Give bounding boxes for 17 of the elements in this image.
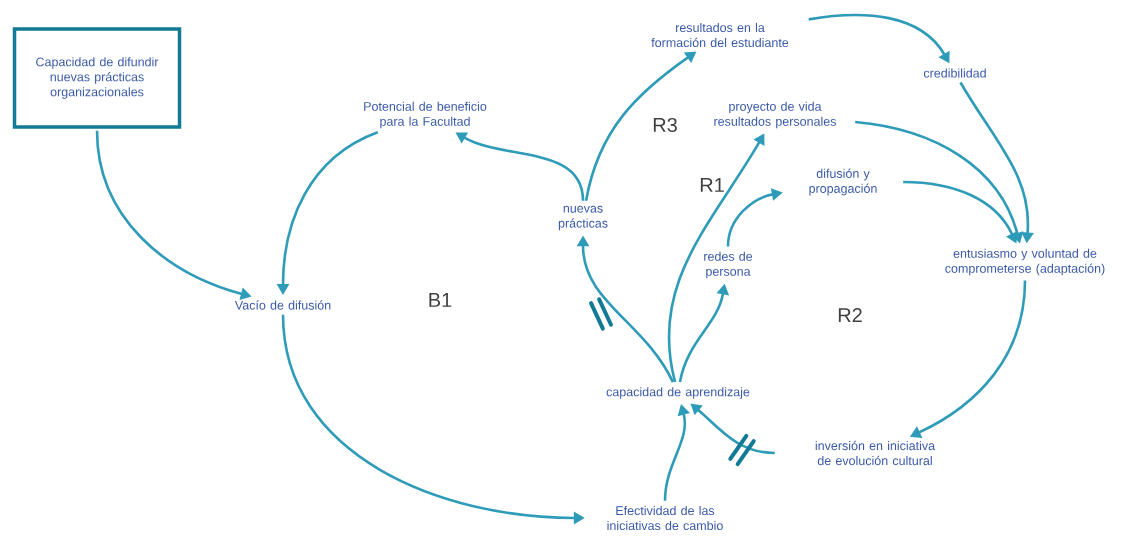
variable-label: entusiasmo y voluntad de comprometerse (adaptación) [945, 248, 1105, 276]
variable-label: redes de persona [704, 251, 753, 279]
variable-label: resultados en la formación del estudiante [651, 22, 789, 48]
loop-label: R2 [838, 308, 862, 322]
variable-box: Capacidad de difundir nuevas prácticas organizacionales [12, 27, 182, 129]
loop-label: B1 [429, 293, 452, 307]
loop-label: R1 [700, 178, 724, 192]
variable-label: Vacío de difusión [234, 300, 331, 310]
variable-label: inversión en iniciativa de evolución cultural [815, 440, 936, 466]
loop-label: R3 [653, 117, 677, 133]
variable-label: proyecto de vida resultados personales [714, 101, 836, 129]
variable-label: nuevas prácticas [558, 205, 608, 231]
variable-label: credibilidad [923, 68, 986, 78]
variable-label: difusión y propagación [809, 168, 877, 196]
variable-label: Efectividad de las iniciativas de cambio [607, 505, 723, 531]
variable-label: capacidad de aprendizaje [606, 387, 750, 399]
variable-label: Potencial de beneficio para la Facultad [364, 101, 487, 129]
